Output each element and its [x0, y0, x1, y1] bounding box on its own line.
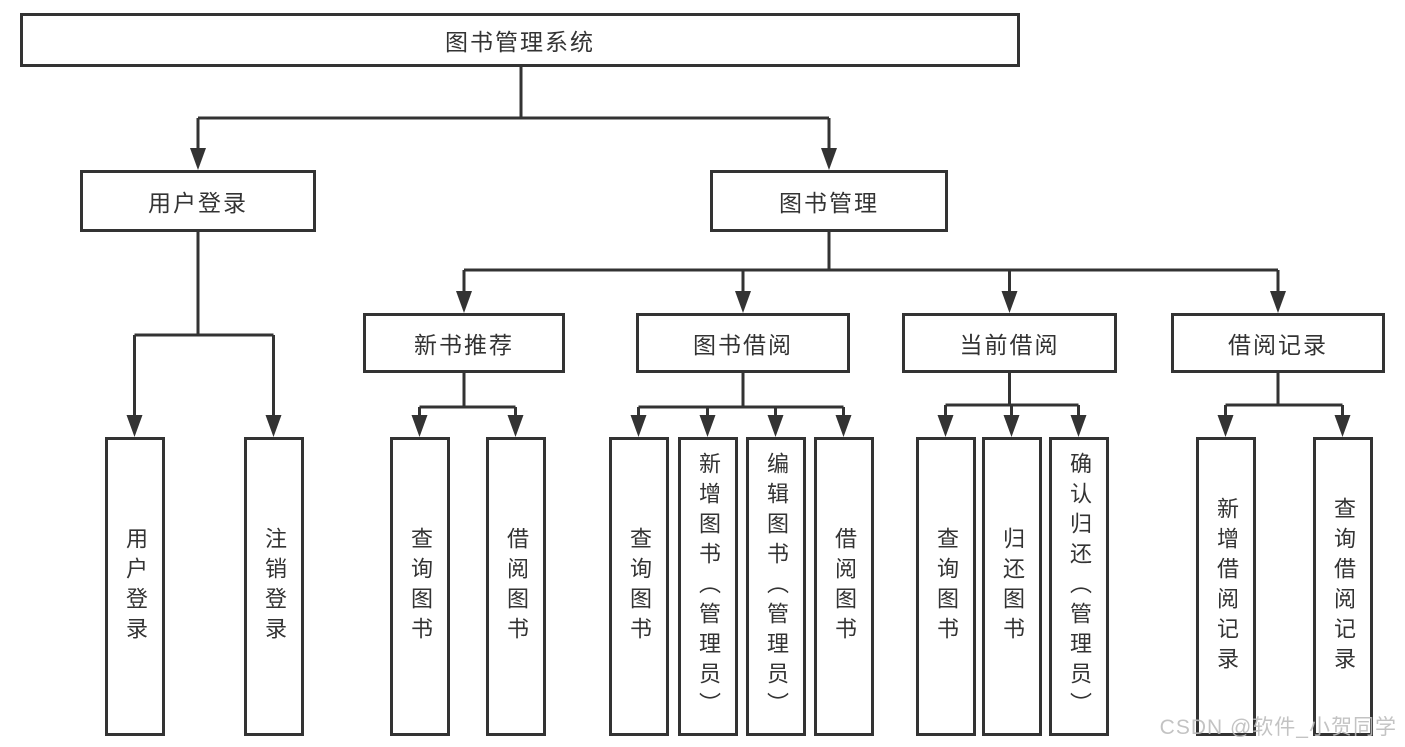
leaf-query-books-borrow: 查询图书 [609, 437, 669, 736]
leaf-query-books-recommend: 查询图书 [390, 437, 450, 736]
node-current-borrow: 当前借阅 [902, 313, 1117, 373]
leaf-confirm-return-admin: 确认归还（管理员） [1049, 437, 1109, 736]
leaf-return-book: 归还图书 [982, 437, 1042, 736]
node-book-management: 图书管理 [710, 170, 948, 232]
node-label: 图书管理系统 [445, 29, 595, 55]
node-user-login: 用户登录 [80, 170, 316, 232]
leaf-query-borrow-record: 查询借阅记录 [1313, 437, 1373, 736]
leaf-edit-book-admin: 编辑图书（管理员） [746, 437, 806, 736]
leaf-borrow-books-recommend: 借阅图书 [486, 437, 546, 736]
leaf-label: 新增借阅记录 [1214, 496, 1239, 677]
node-label: 用户登录 [148, 190, 248, 216]
leaf-label: 查询图书 [408, 526, 433, 647]
leaf-label: 查询图书 [934, 526, 959, 647]
node-label: 借阅记录 [1228, 332, 1328, 358]
leaf-label: 归还图书 [1000, 526, 1025, 647]
node-book-borrow: 图书借阅 [636, 313, 850, 373]
leaf-label: 查询借阅记录 [1331, 496, 1356, 677]
node-label: 图书管理 [779, 190, 879, 216]
csdn-watermark: CSDN @软件_小贺同学 [1159, 716, 1397, 739]
node-library-system: 图书管理系统 [20, 13, 1020, 67]
leaf-borrow-books: 借阅图书 [814, 437, 874, 736]
leaf-label: 注销登录 [262, 526, 287, 647]
node-borrow-records: 借阅记录 [1171, 313, 1385, 373]
leaf-label: 编辑图书（管理员） [764, 451, 789, 722]
leaf-add-book-admin: 新增图书（管理员） [678, 437, 738, 736]
node-label: 图书借阅 [693, 332, 793, 358]
node-label: 当前借阅 [959, 332, 1060, 358]
leaf-label: 借阅图书 [504, 526, 529, 647]
node-new-book-recommend: 新书推荐 [363, 313, 565, 373]
leaf-label: 确认归还（管理员） [1067, 451, 1092, 722]
leaf-label: 新增图书（管理员） [696, 451, 721, 722]
leaf-label: 借阅图书 [832, 526, 857, 647]
leaf-logout: 注销登录 [244, 437, 304, 736]
leaf-user-login: 用户登录 [105, 437, 165, 736]
leaf-add-borrow-record: 新增借阅记录 [1196, 437, 1256, 736]
leaf-label: 查询图书 [627, 526, 652, 647]
leaf-label: 用户登录 [123, 526, 148, 647]
leaf-query-books-current: 查询图书 [916, 437, 976, 736]
node-label: 新书推荐 [414, 332, 514, 358]
